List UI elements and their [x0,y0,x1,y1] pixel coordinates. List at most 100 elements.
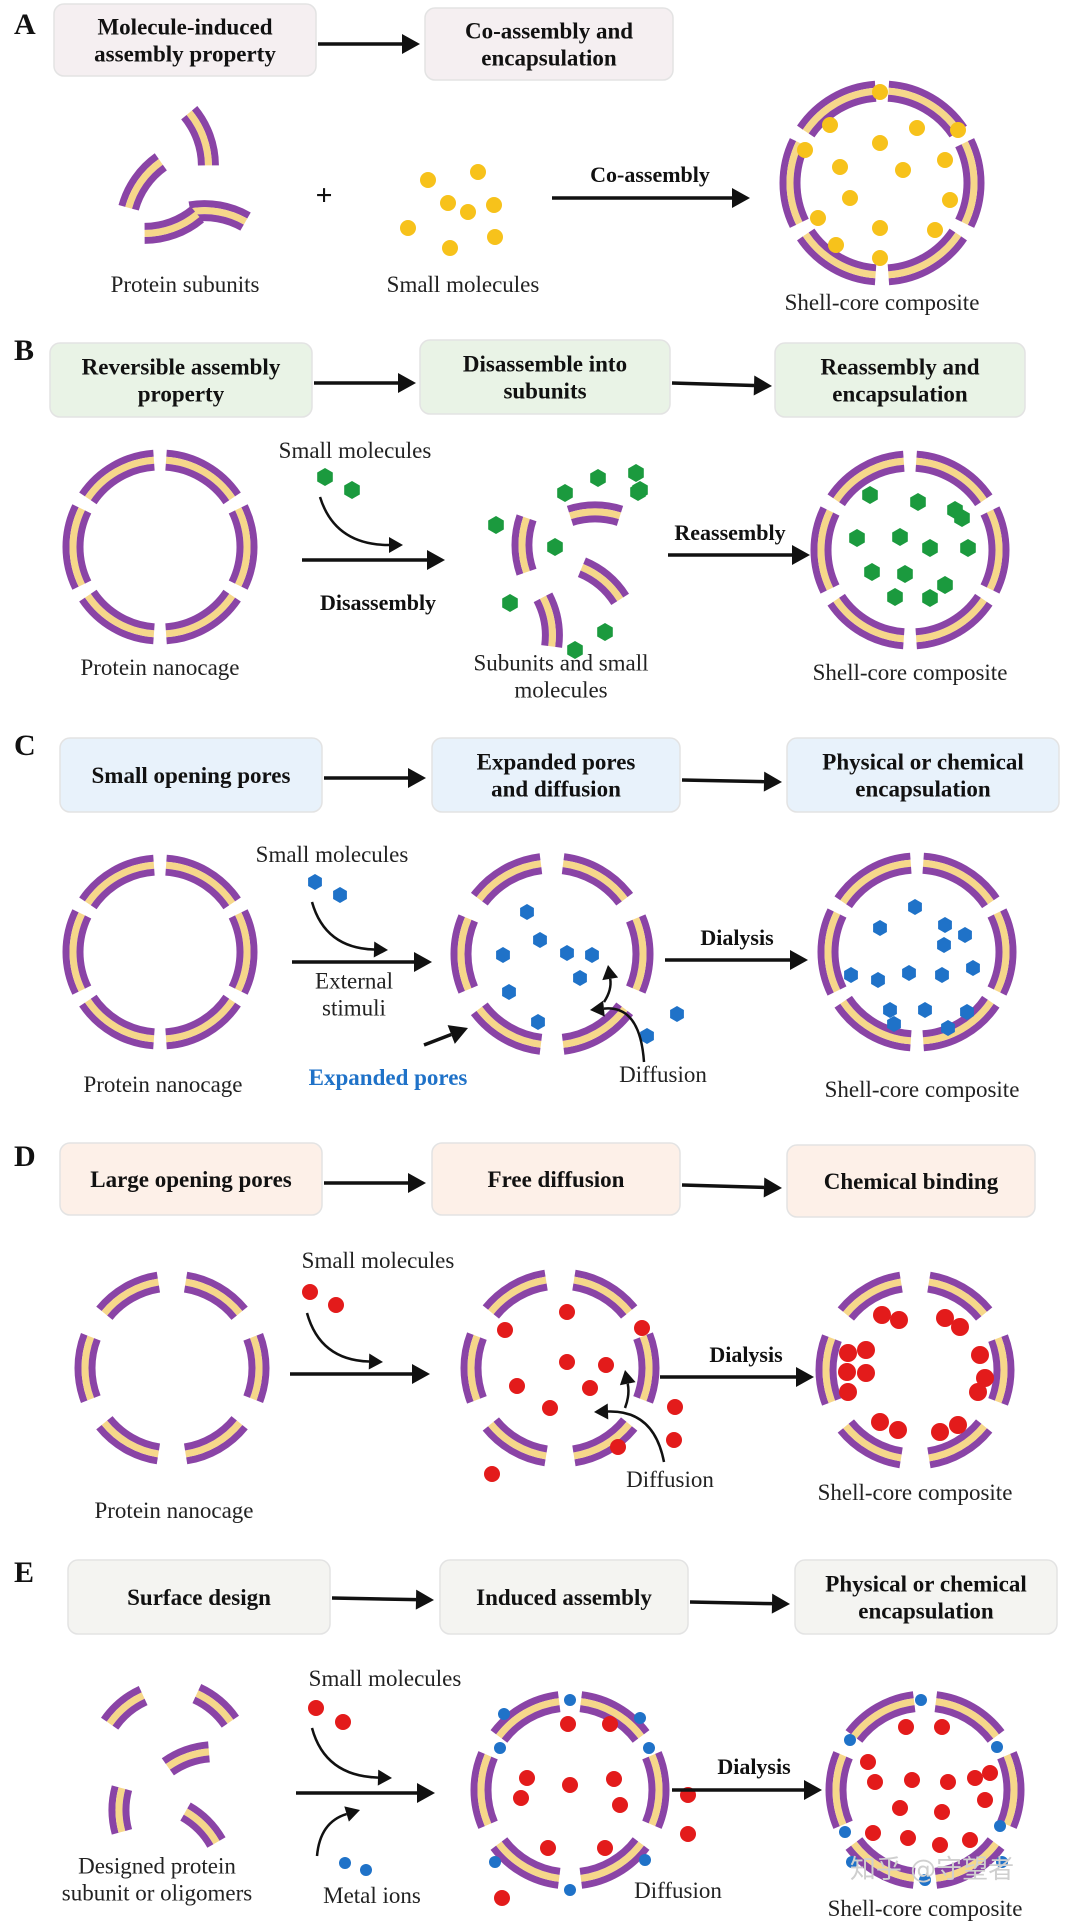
molecule-dot [862,486,878,504]
molecule-dot [484,1466,500,1482]
molecule-dot [872,250,888,266]
shell-subunit [815,1334,842,1406]
molecule-dot [502,984,516,1000]
step-box-small-pores-text: Small opening pores [92,763,291,788]
molecule-dot [488,516,504,534]
shell-subunit [987,908,1017,996]
shell-subunit [927,1419,993,1469]
step-box-chemical-binding: Chemical binding [786,1144,1036,1218]
molecule-dot [857,1364,875,1382]
shell-core-composite-label: Shell-core composite [825,1077,1020,1102]
molecule-dot [889,1421,907,1439]
dialysis-label: Dialysis [709,1342,783,1367]
molecule-dot [960,1004,974,1020]
shell-subunit [470,1002,543,1055]
molecule-dot [533,932,547,948]
incoming-curved-arrow [318,496,403,553]
molecule-dot [864,563,880,581]
molecule-dot [971,1346,989,1364]
protein-subunit [511,514,537,576]
molecule-dot [513,1790,529,1806]
flow-arrow [331,1589,434,1610]
reassembly-arrow [668,545,810,565]
molecule-dot [400,220,416,236]
shell-subunit [490,1837,561,1889]
disassembly-arrow [302,550,445,570]
molecule-dot [502,594,518,612]
shell-subunit [74,1333,101,1403]
molecule-dot [919,1874,931,1886]
shell-subunit [980,506,1010,594]
shell-subunit [183,1271,248,1320]
shell-subunit [827,450,905,507]
shell-subunit [955,138,985,228]
dialysis-arrow [665,950,808,970]
shell-subunit [934,1691,1005,1743]
diffusion-small-arrow [619,1370,636,1409]
molecule-dot [935,967,949,983]
shell-core-composite-label: Shell-core composite [785,290,980,315]
molecule-dot [897,565,913,583]
small-molecules-label: Small molecules [387,272,540,297]
metal-ions-blue [339,1857,372,1876]
molecule-dot [865,1825,881,1841]
metal-ions-label: Metal ions [323,1883,421,1908]
molecule-dot [597,1840,613,1856]
protein-nanocage-label: Protein nanocage [80,655,239,680]
molecule-dot [839,1826,851,1838]
shell-subunit [243,1333,270,1403]
molecule-dot [559,1354,575,1370]
incoming-curved-arrow [310,901,388,958]
dialysis-label: Dialysis [700,925,774,950]
molecule-dot [308,874,322,890]
molecule-dot [420,172,436,188]
dispersed-molecules-green [488,464,648,659]
shell-subunit [797,80,877,138]
shell-subunit [797,228,877,286]
protein-subunits-label: Protein subunits [111,272,260,297]
molecule-dot [872,135,888,151]
shell-subunit [79,994,155,1050]
molecule-dot [302,1284,318,1300]
molecule-dot [996,1856,1008,1868]
step-box-small-pores: Small opening pores [59,737,323,813]
shell-subunit [165,589,241,645]
molecule-dot [846,1856,858,1868]
molecule-dot [335,1714,351,1730]
step-box-induced-assembly: Induced assembly [439,1559,689,1635]
shell-subunit [922,995,1000,1052]
molecule-dot [960,539,976,557]
molecule-dot [844,967,858,983]
molecule-dot [582,1380,598,1396]
shell-core-composite-d [815,1271,1015,1469]
molecule-dot [860,1754,876,1770]
molecule-dot [967,1770,983,1786]
molecule-dot [931,1423,949,1441]
molecule-dot [498,1708,510,1720]
molecule-dot [666,1432,682,1448]
step-box-large-pores-text: Large opening pores [90,1167,292,1192]
disassembly-label: Disassembly [320,590,436,615]
diffusion-label: Diffusion [634,1878,722,1903]
molecule-dot [871,1413,889,1431]
protein-subunit [181,106,219,166]
flow-arrow [689,1593,790,1614]
pore-pointer-arrow [423,1025,468,1047]
flow-arrow [318,34,420,54]
molecule-dot [328,1297,344,1313]
bound-molecules-red [838,1306,994,1441]
open-nanocage-d [460,1269,660,1467]
shell-subunit [827,593,905,650]
molecule-dot [927,222,943,238]
shell-subunit [450,914,478,994]
